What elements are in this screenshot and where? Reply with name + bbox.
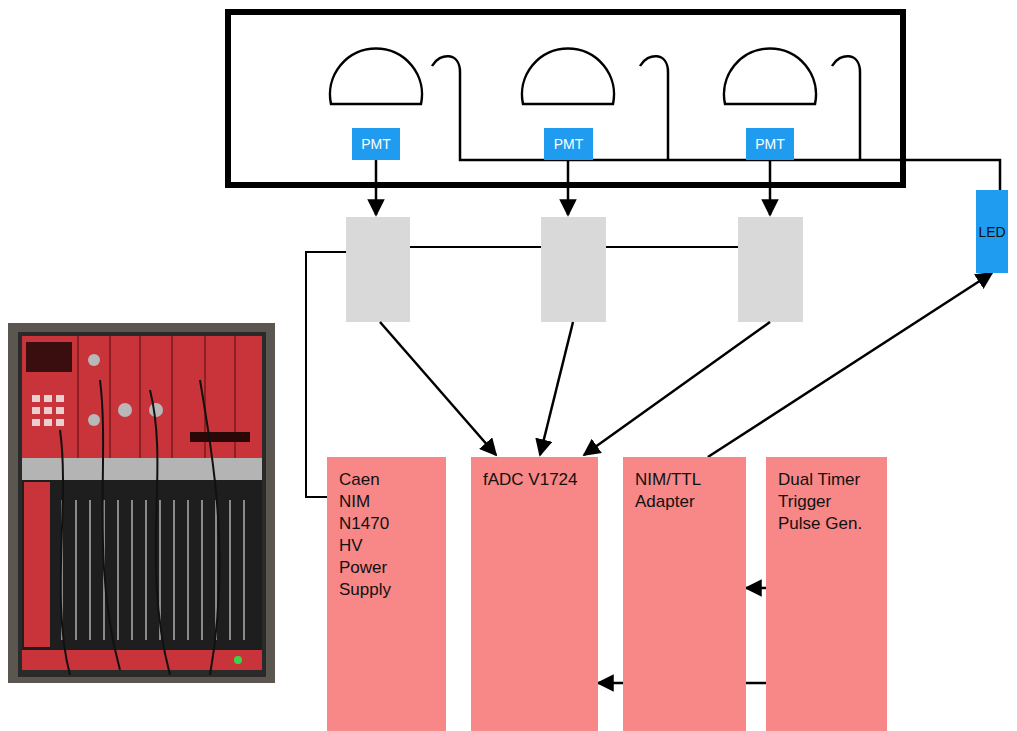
vme-module	[24, 482, 50, 647]
fiber-cables	[432, 56, 1000, 190]
signal-arrows	[376, 160, 770, 455]
signal-splitters	[346, 217, 803, 322]
pulse-generator-box: Dual Timer Trigger Pulse Gen.	[766, 457, 887, 731]
node-label: PMT	[554, 136, 584, 152]
pmt-box: PMT	[746, 128, 794, 160]
knobs	[88, 354, 163, 426]
node-label: Caen NIM N1470 HV Power Supply	[339, 469, 391, 601]
adapter-box: NIM/TTL Adapter	[623, 457, 746, 731]
fadc-box: fADC V1724	[471, 457, 598, 731]
crate-bottom	[22, 650, 262, 670]
node-label: LED	[978, 224, 1005, 240]
node-label: NIM/TTL Adapter	[635, 469, 700, 513]
hv-display	[26, 342, 72, 372]
vme-crate	[22, 480, 262, 650]
node-label: fADC V1724	[483, 469, 588, 491]
power-lamp	[234, 656, 242, 664]
pmt-box: PMT	[544, 128, 593, 160]
pmt-domes	[330, 48, 816, 104]
crate-band	[22, 458, 262, 480]
node-label: PMT	[755, 136, 785, 152]
node-label: PMT	[361, 136, 391, 152]
pmt-box: PMT	[352, 128, 400, 160]
node-label: Dual Timer Trigger Pulse Gen.	[778, 469, 874, 535]
photo-cables	[60, 380, 220, 675]
hv-supply-box: Caen NIM N1470 HV Power Supply	[327, 457, 446, 731]
signal-connector	[746, 587, 766, 590]
rack-frame	[18, 332, 266, 677]
rack-photo	[8, 323, 275, 683]
keypad	[32, 395, 64, 426]
timer-display	[190, 432, 250, 442]
signal-connector	[708, 273, 992, 457]
photo-ground	[8, 323, 275, 683]
nim-crate	[22, 336, 262, 458]
led-box: LED	[976, 190, 1008, 273]
